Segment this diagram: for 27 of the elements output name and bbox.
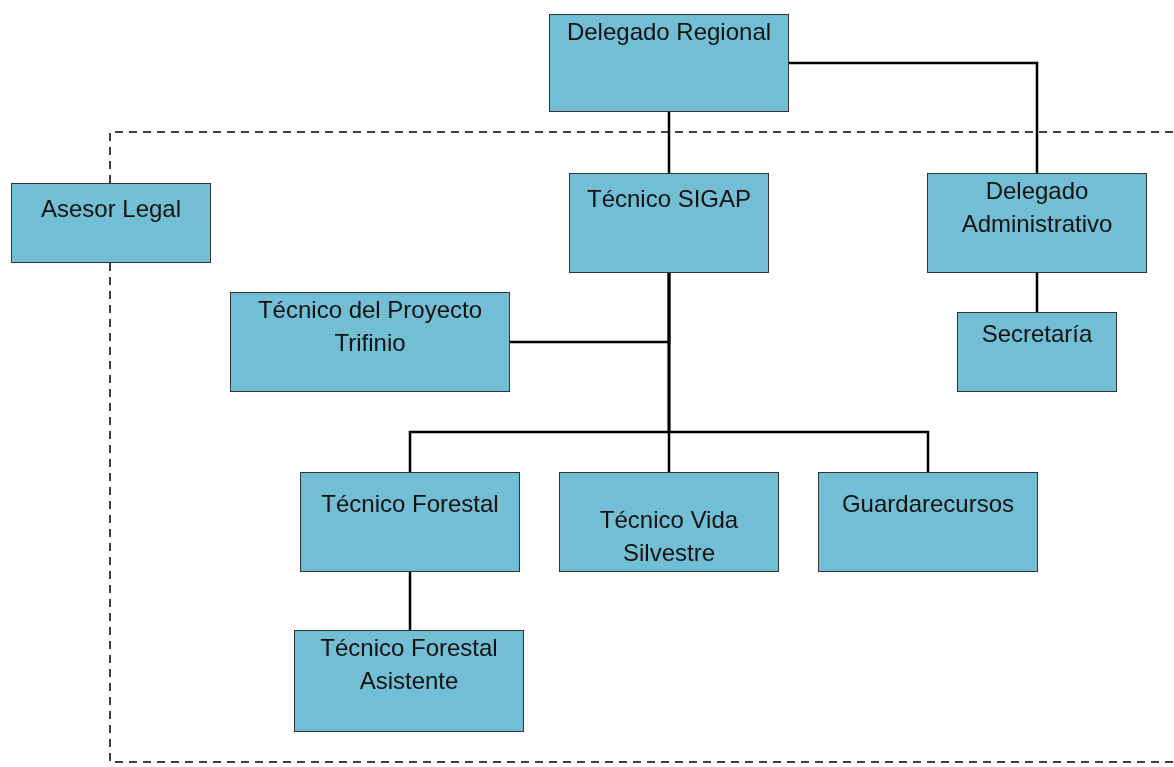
box-label: Técnico Vida Silvestre <box>598 505 740 568</box>
box-label: Técnico Forestal Asistente <box>319 633 499 696</box>
connector-line <box>667 273 930 472</box>
box-label: Guardarecursos <box>841 489 1015 519</box>
box-label: Técnico Forestal <box>321 489 499 519</box>
org-box <box>300 472 520 572</box>
org-box <box>549 14 789 112</box>
dashed-connector <box>109 262 1174 763</box>
org-box <box>559 472 779 572</box>
org-box <box>957 312 1117 392</box>
box-label: Técnico SIGAP <box>586 184 752 214</box>
connector-line <box>1035 273 1039 312</box>
org-box <box>294 630 524 732</box>
box-label: Delegado Administrativo <box>960 176 1114 239</box>
org-box <box>569 173 769 273</box>
connector-line <box>789 61 1039 173</box>
dashed-connector <box>109 131 1174 184</box>
box-label: Secretaría <box>981 319 1093 349</box>
org-box <box>927 173 1147 273</box>
box-label: Técnico del Proyecto Trifinio <box>256 295 484 358</box>
connector-line <box>667 112 671 173</box>
connector-line <box>408 572 412 630</box>
org-box <box>11 183 211 263</box>
box-label: Delegado Regional <box>566 17 772 47</box>
org-box <box>230 292 510 392</box>
box-label: Asesor Legal <box>40 194 182 224</box>
org-box <box>818 472 1038 572</box>
